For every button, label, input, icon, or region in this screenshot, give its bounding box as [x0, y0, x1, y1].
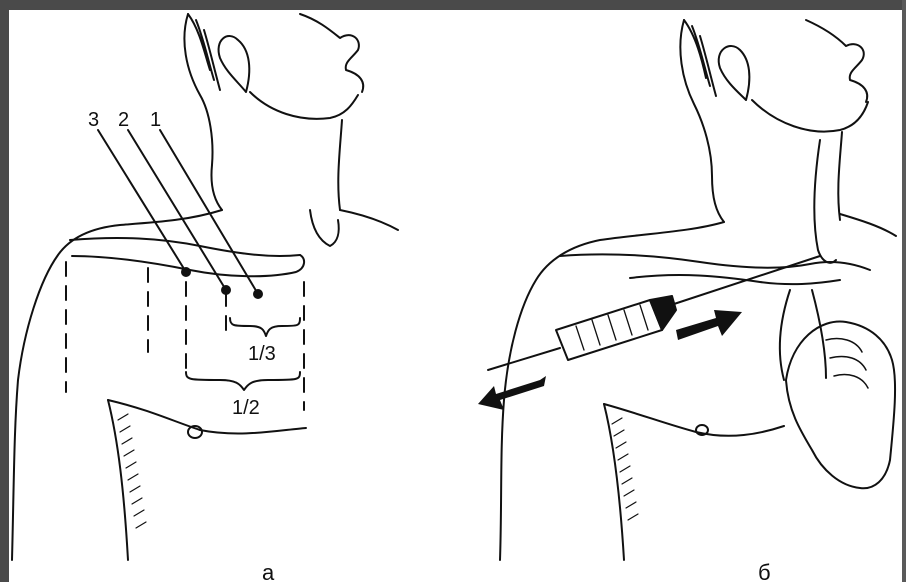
right-ear [719, 46, 750, 100]
left-axilla [108, 400, 128, 560]
left-shoulder-line [12, 210, 222, 560]
right-shoulder-line [500, 222, 724, 560]
right-clavicle-lower [630, 275, 840, 284]
left-point-2 [222, 286, 230, 294]
left-line-1 [160, 130, 258, 294]
left-throat [338, 120, 342, 210]
right-throat [838, 132, 842, 220]
arrow-withdraw-icon [478, 376, 546, 410]
right-trapezius [840, 214, 896, 236]
right-clavicle-upper [560, 254, 870, 270]
arrow-advance-icon [676, 310, 742, 340]
caption-left: а [262, 560, 275, 582]
bracket-one-half [186, 372, 300, 390]
left-dashed-lines [66, 262, 304, 410]
marker-label-3: 3 [88, 109, 99, 131]
left-line-2 [128, 130, 226, 290]
right-hair [684, 20, 716, 96]
fraction-one-half: 1/2 [232, 397, 260, 419]
marker-label-2: 2 [118, 109, 129, 131]
left-panel [12, 14, 398, 560]
left-point-3 [182, 268, 190, 276]
syringe-barrel [556, 300, 662, 360]
syringe-needle [674, 256, 820, 304]
right-face [806, 20, 867, 102]
right-chest-line [604, 404, 784, 436]
right-hand [786, 322, 895, 489]
right-sternocleidomastoid [814, 140, 836, 263]
right-panel [478, 20, 896, 560]
left-point-1 [254, 290, 262, 298]
right-axilla [604, 404, 624, 560]
left-face [300, 14, 363, 92]
right-jaw [752, 100, 868, 132]
left-jaw [250, 92, 358, 119]
left-trapezius [340, 210, 398, 230]
left-arm-hatching [118, 414, 146, 528]
syringe-plunger-rod [488, 348, 560, 370]
right-fingers [826, 339, 868, 389]
left-sternal-notch [310, 210, 339, 246]
caption-right: б [758, 560, 771, 582]
marker-label-1: 1 [150, 109, 161, 131]
left-chest-line [108, 400, 306, 433]
right-neck-back [680, 20, 724, 222]
right-sternal-region [780, 290, 826, 380]
syringe [488, 256, 820, 370]
left-ear [219, 36, 250, 92]
left-clavicle-upper [70, 238, 300, 256]
bracket-one-third [230, 318, 300, 336]
fraction-one-third: 1/3 [248, 343, 276, 365]
